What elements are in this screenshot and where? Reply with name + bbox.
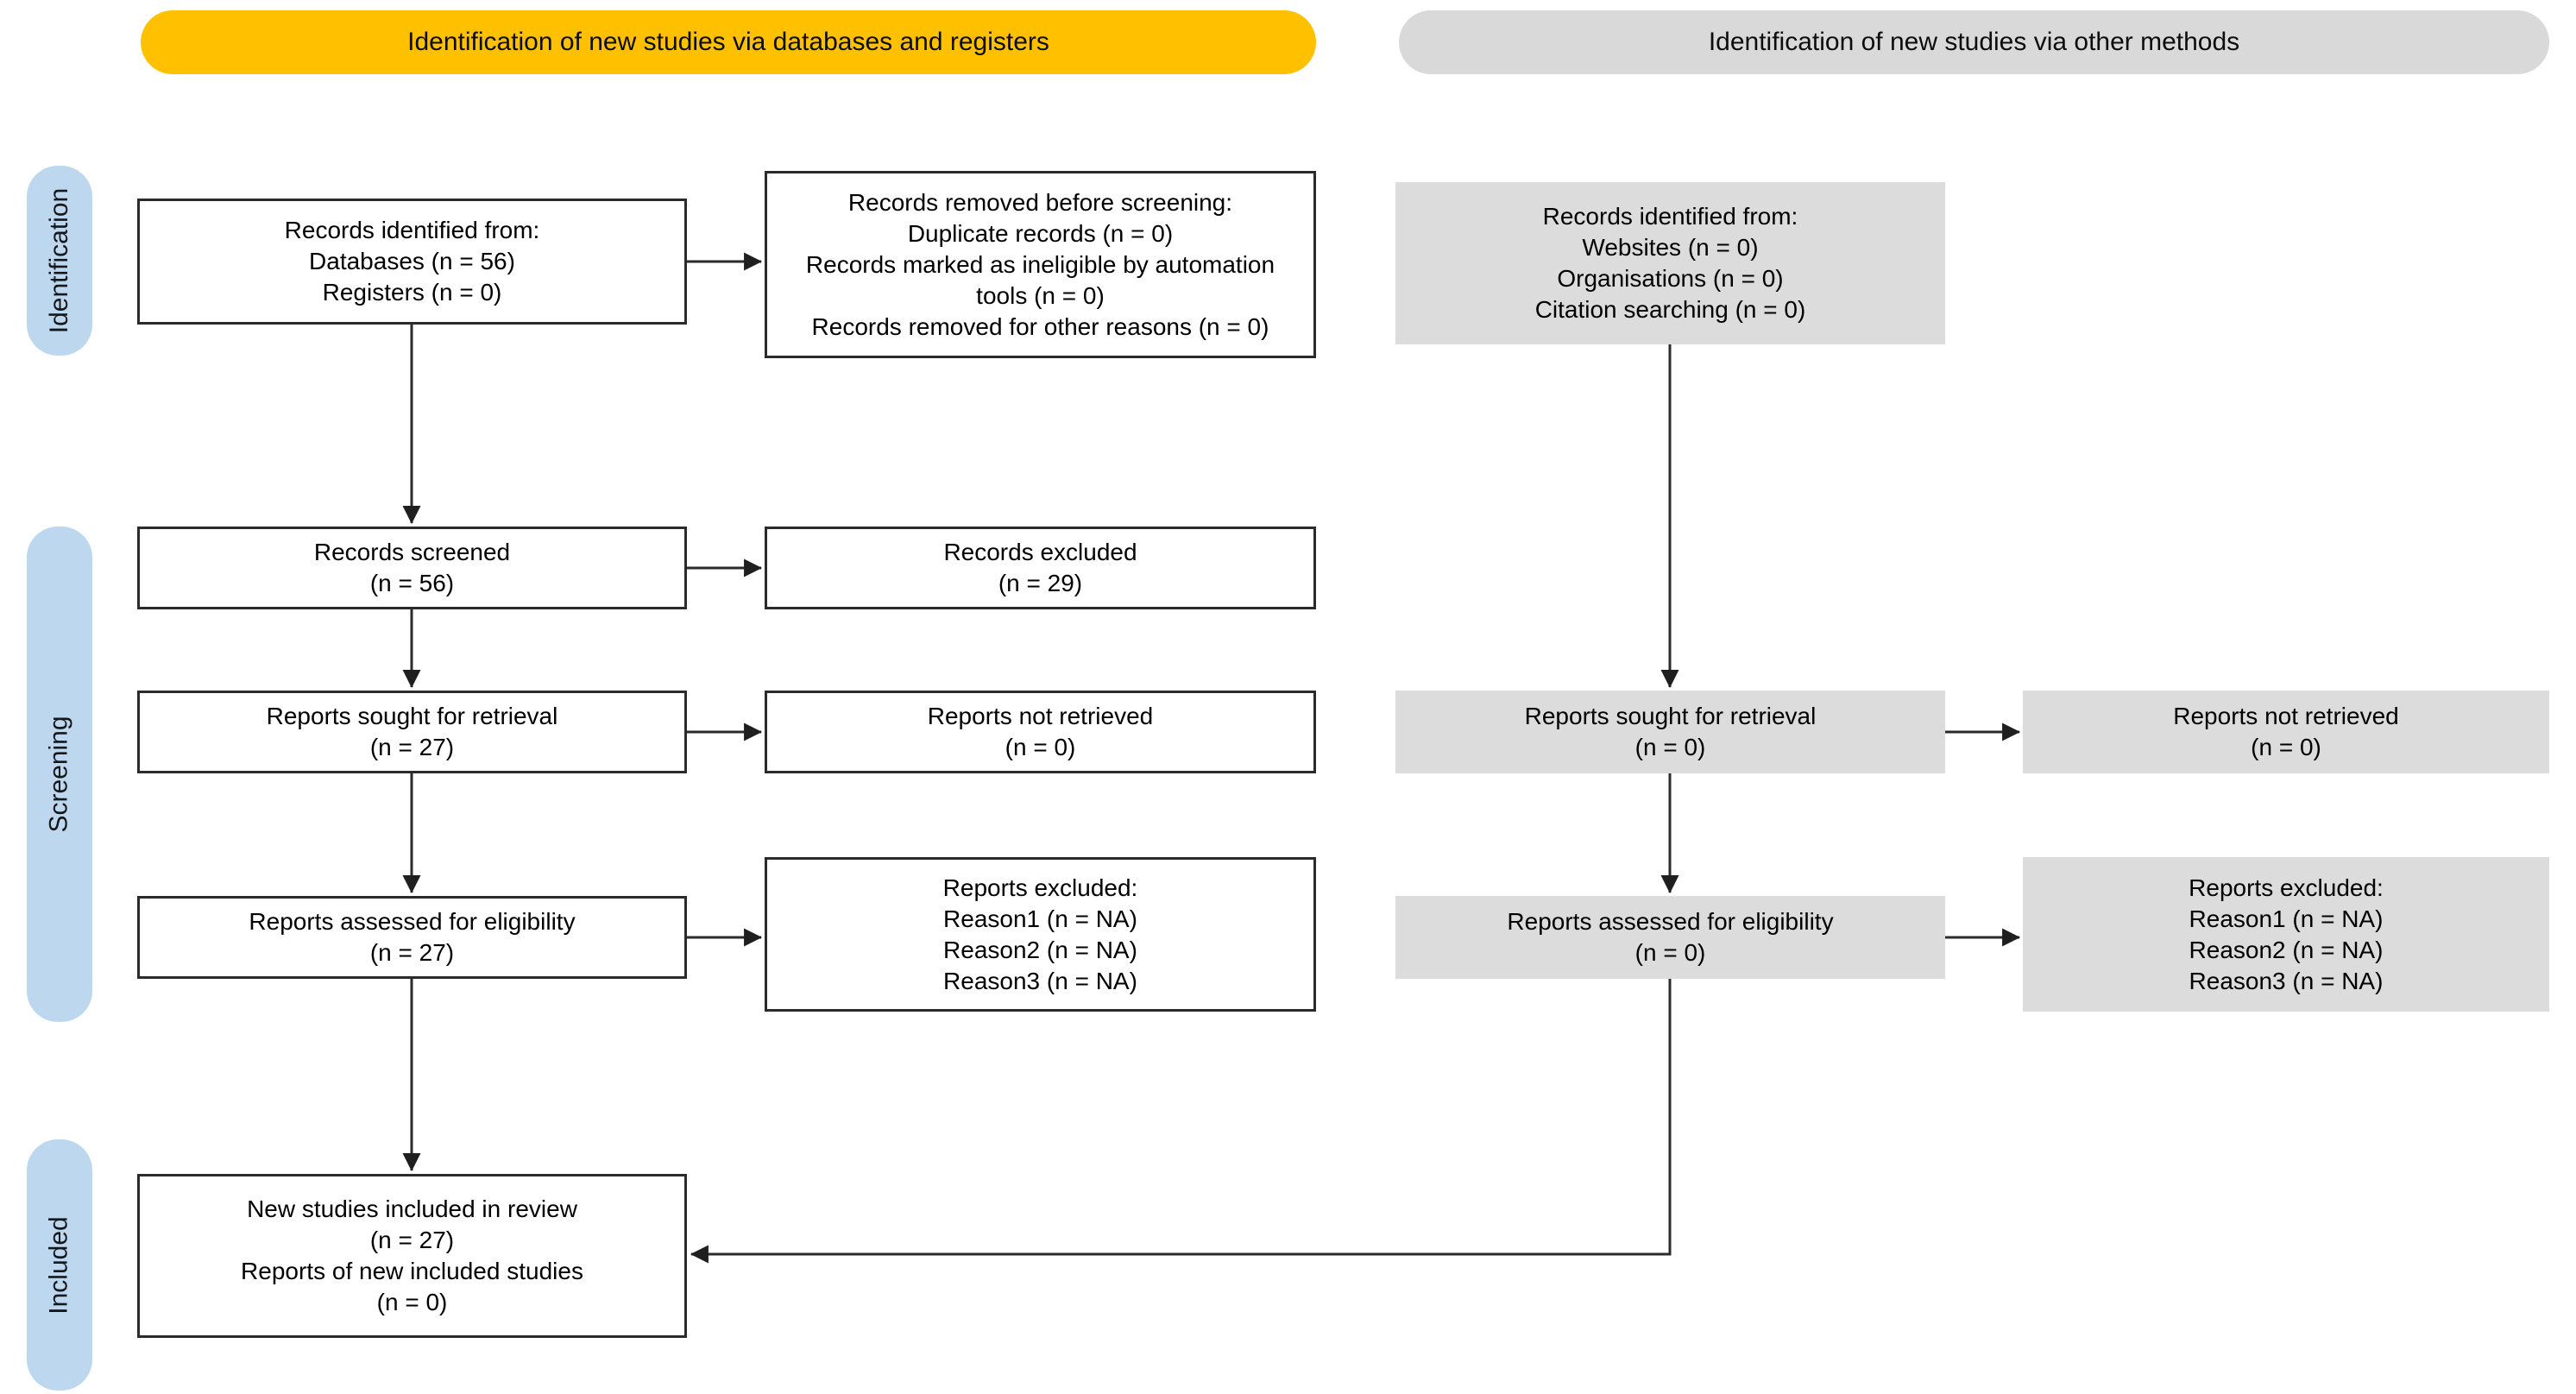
box-reports-not-retrieved-other-methods: Reports not retrieved (n = 0) <box>2023 691 2549 773</box>
stage-pill-identification: Identification <box>27 166 92 356</box>
stage-label-included: Included <box>45 1215 73 1315</box>
box-reports-excluded-reasons-other-methods: Reports excluded: Reason1 (n = NA) Reaso… <box>2023 857 2549 1012</box>
stage-pill-screening: Screening <box>27 527 92 1022</box>
stage-label-identification: Identification <box>45 187 74 334</box>
header-other-methods: Identification of new studies via other … <box>1399 10 2549 74</box>
header-databases-registers: Identification of new studies via databa… <box>141 10 1316 74</box>
box-reports-assessed-other-methods: Reports assessed for eligibility (n = 0) <box>1395 896 1945 979</box>
box-reports-sought-other-methods: Reports sought for retrieval (n = 0) <box>1395 691 1945 773</box>
box-reports-sought-databases: Reports sought for retrieval (n = 27) <box>137 691 687 773</box>
box-reports-not-retrieved-databases: Reports not retrieved (n = 0) <box>765 691 1316 773</box>
box-new-studies-included: New studies included in review (n = 27) … <box>137 1174 687 1338</box>
stage-pill-included: Included <box>27 1139 92 1391</box>
box-records-removed-before-screening: Records removed before screening: Duplic… <box>765 171 1316 358</box>
box-reports-assessed-databases: Reports assessed for eligibility (n = 27… <box>137 896 687 979</box>
box-records-excluded: Records excluded (n = 29) <box>765 527 1316 609</box>
box-records-identified-databases: Records identified from: Databases (n = … <box>137 199 687 325</box>
box-reports-excluded-reasons-databases: Reports excluded: Reason1 (n = NA) Reaso… <box>765 857 1316 1012</box>
box-records-screened: Records screened (n = 56) <box>137 527 687 609</box>
box-records-identified-other-methods: Records identified from: Websites (n = 0… <box>1395 182 1945 344</box>
stage-label-screening: Screening <box>45 716 73 833</box>
